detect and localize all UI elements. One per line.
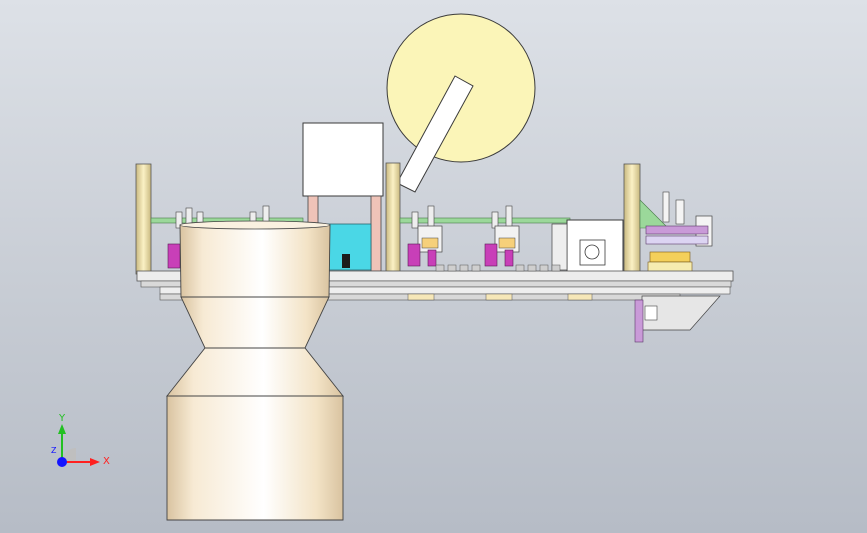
z-axis-label: Z <box>51 446 57 455</box>
support-post-right <box>370 195 382 272</box>
axis-triad: Y X Z <box>40 410 120 480</box>
actuator-right <box>484 225 520 267</box>
actuator-far-left <box>167 243 181 269</box>
sensor-assembly <box>639 191 713 273</box>
frame-column-right <box>623 163 641 275</box>
vibratory-hopper[interactable] <box>166 220 344 521</box>
actuator-left <box>407 225 443 267</box>
label-reel[interactable] <box>386 13 536 193</box>
y-axis-label: Y <box>59 413 66 424</box>
y-axis-arrow <box>58 424 66 434</box>
x-axis-label: X <box>103 456 110 467</box>
x-axis-arrow <box>90 458 100 466</box>
white-housing <box>302 122 384 197</box>
right-bracket <box>634 295 721 343</box>
axis-triad-graphic <box>57 424 100 467</box>
frame-column-left <box>135 163 152 275</box>
cyan-block-slot <box>342 254 350 268</box>
under-plate-feet <box>407 293 593 301</box>
frame-column-middle <box>385 162 401 274</box>
z-axis-dot <box>57 457 67 467</box>
reel-arm <box>396 75 474 193</box>
conveyor-rollers <box>435 264 561 272</box>
stepper-motor <box>551 219 624 273</box>
